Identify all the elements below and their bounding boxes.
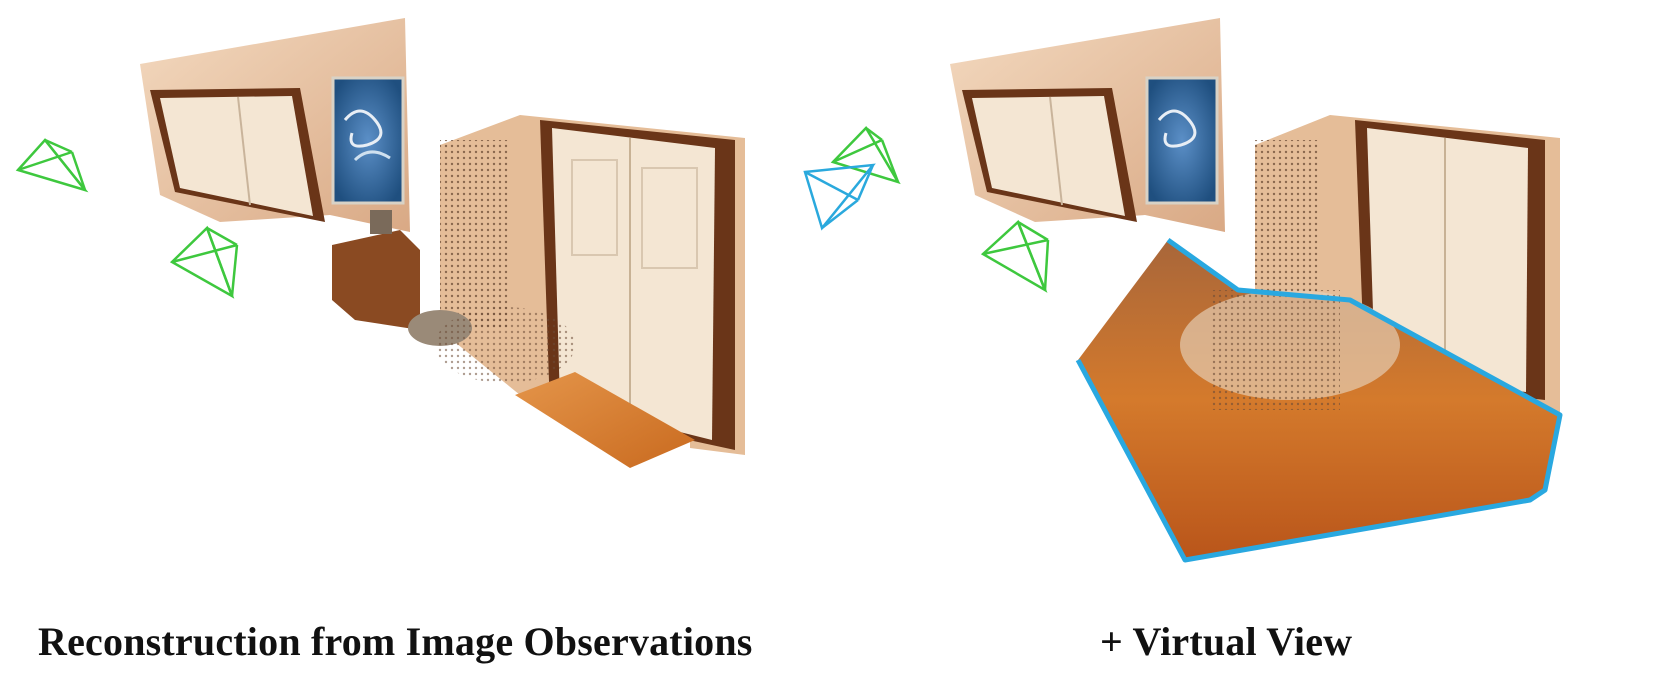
painting (1145, 76, 1219, 205)
painting (331, 76, 405, 205)
caption-virtual-view: + Virtual View (1100, 619, 1353, 664)
left-reconstruction-panel (15, 18, 745, 468)
right-virtual-view-panel (803, 18, 1563, 563)
floor (515, 372, 695, 468)
right-door (552, 128, 715, 440)
camera-frustum-icon (980, 219, 1050, 293)
virtual-view-outline (1075, 237, 1563, 563)
camera-frustum-icon (830, 125, 901, 185)
closet-door (972, 96, 1125, 216)
camera-frustum-icon (169, 225, 239, 299)
cabinet (332, 230, 420, 330)
closet-door (160, 96, 313, 216)
virtual-camera-frustum-icon (803, 163, 876, 231)
camera-frustum-icon (15, 138, 89, 193)
caption-reconstruction: Reconstruction from Image Observations (38, 619, 753, 664)
right-door (1367, 128, 1528, 392)
